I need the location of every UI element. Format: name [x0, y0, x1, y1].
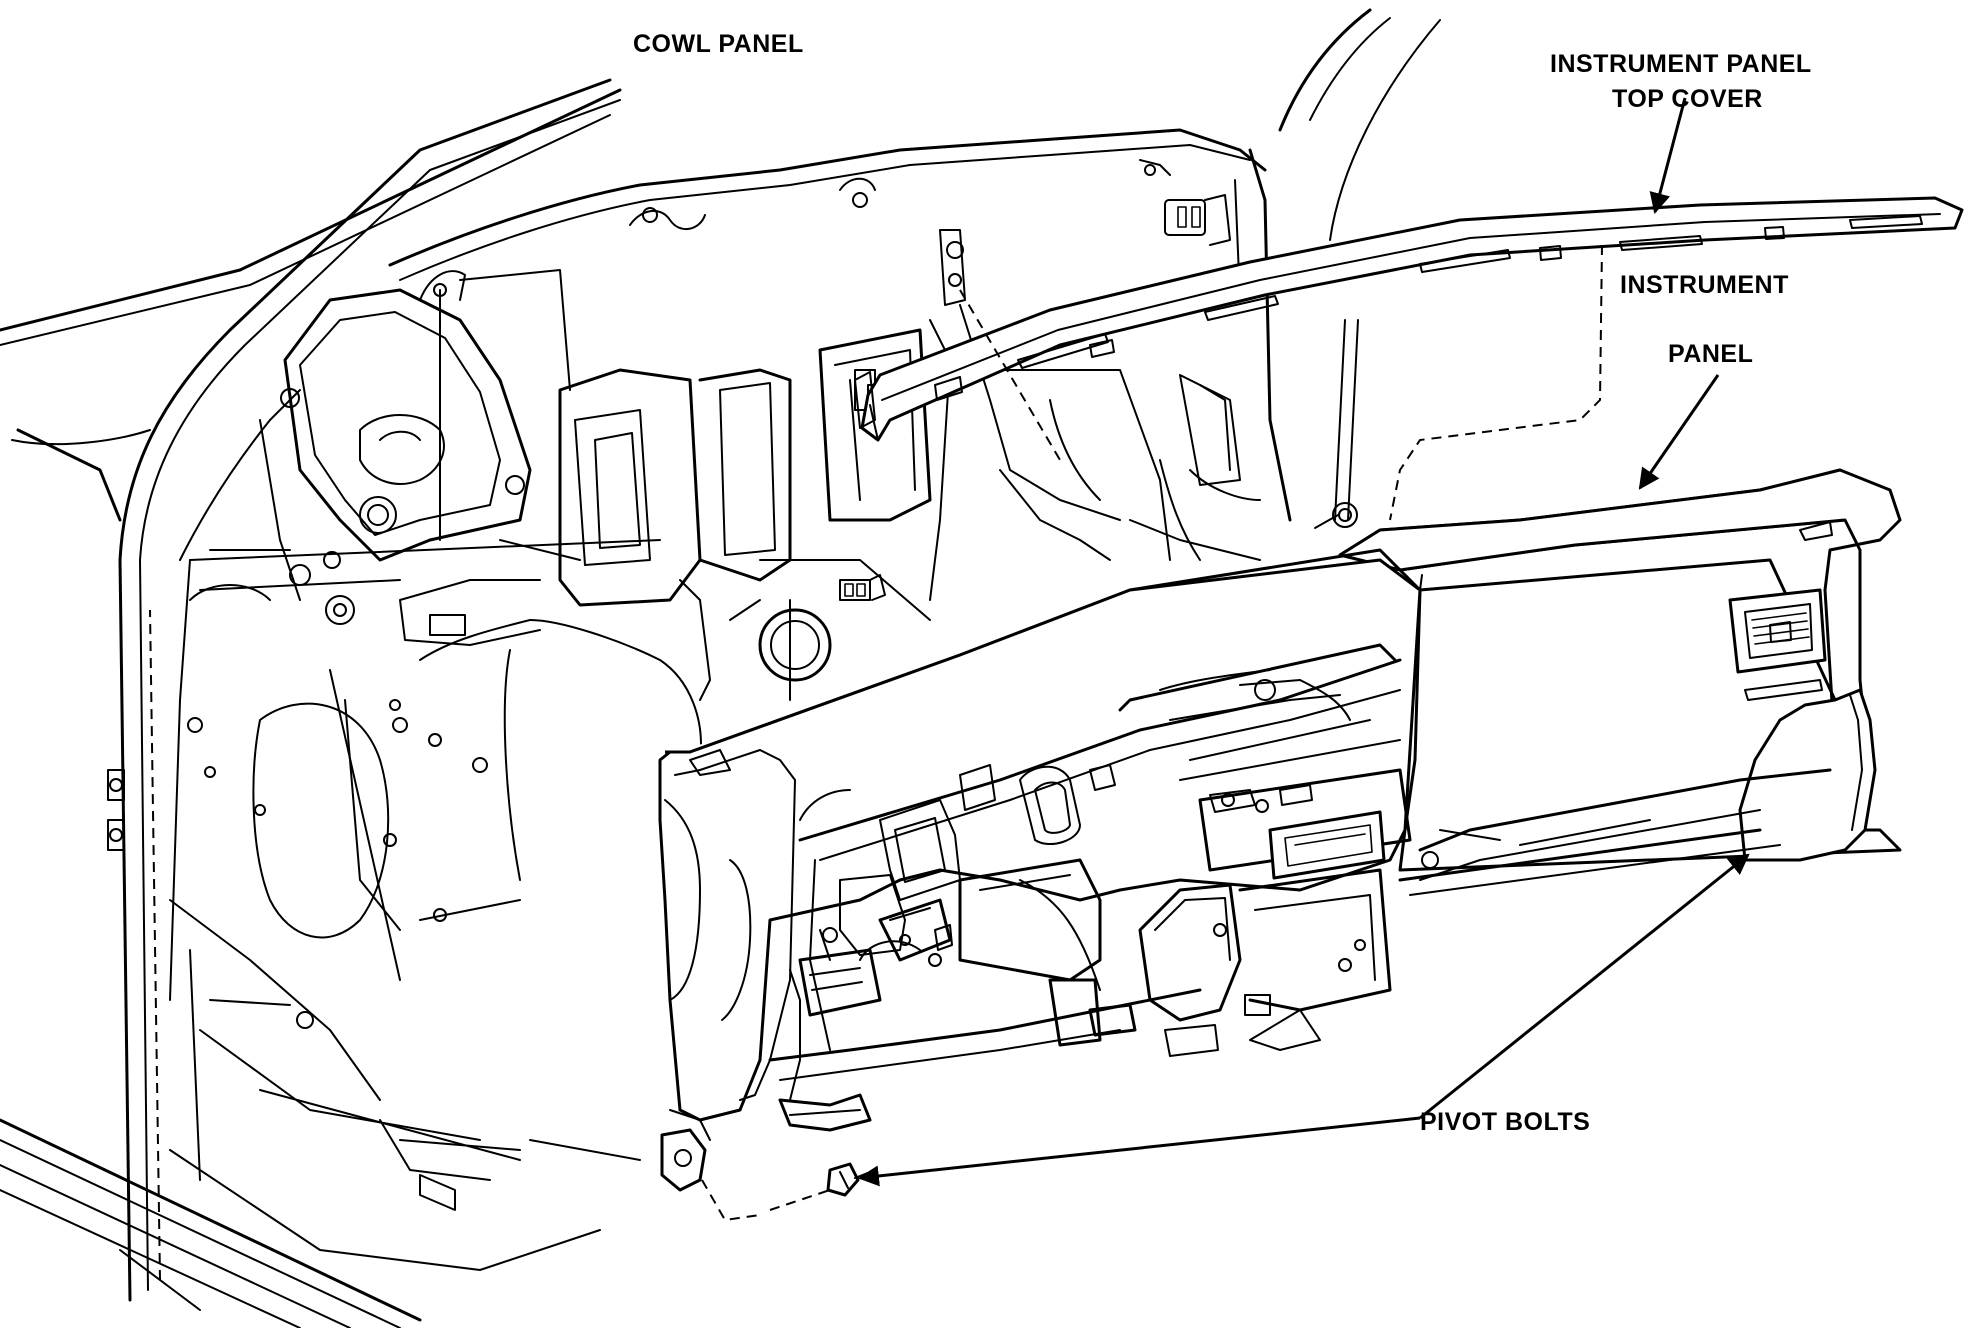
label-pivot-bolts: PIVOT BOLTS [1420, 1108, 1590, 1136]
instrument-panel-top-cover [854, 196, 1964, 442]
hidden-lines [959, 244, 1603, 521]
cowl-panel-structure [169, 8, 1441, 1271]
pivot-bolt [701, 1162, 871, 1222]
car-body-left [0, 78, 622, 1328]
label-instrument-panel-line2: PANEL [1668, 340, 1753, 368]
label-instrument-panel-line1: INSTRUMENT [1620, 271, 1789, 299]
label-instrument-panel-top-cover-line1: INSTRUMENT PANEL [1550, 50, 1812, 78]
callout-labels: COWL PANEL INSTRUMENT PANEL TOP COVER IN… [633, 30, 1812, 1136]
leader-lines [857, 97, 1750, 1187]
label-instrument-panel-top-cover-line2: TOP COVER [1612, 85, 1763, 113]
instrument-panel [658, 468, 1902, 1192]
label-cowl-panel: COWL PANEL [633, 30, 804, 58]
